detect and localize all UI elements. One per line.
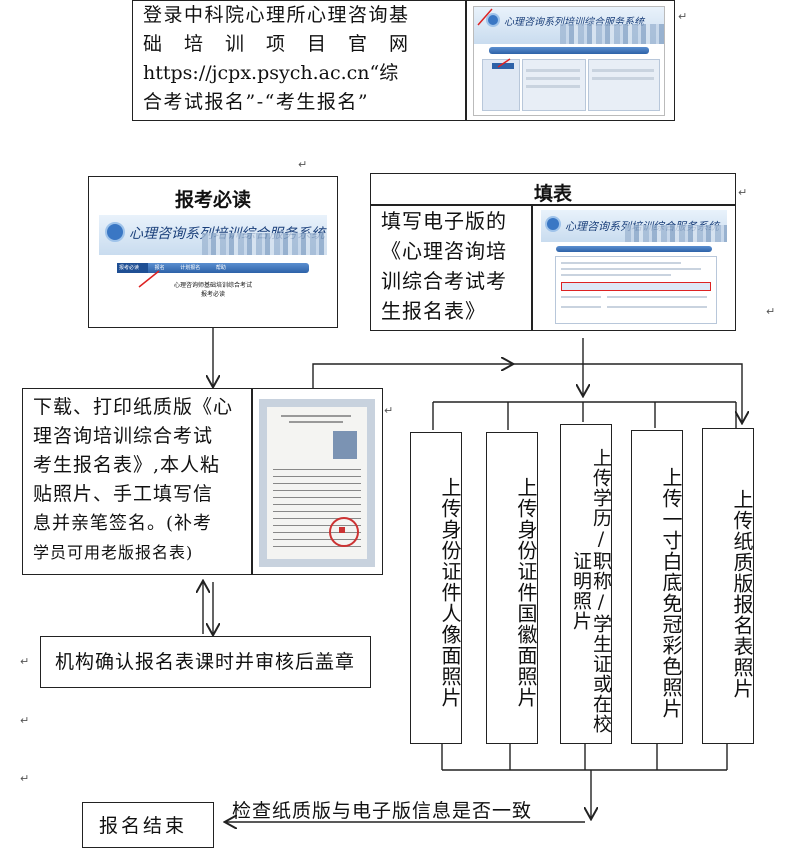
read-tab-2: 报名 [154,265,165,271]
print-line-4: 贴照片、手工填写信 [33,483,214,505]
fill-form-text: 填写电子版的 《心理咨询培 训综合考试考 生报名表》 [381,206,531,326]
login-line-3: https://jcpx.psych.ac.cn“综 [143,62,399,84]
upload-id-back-box: 上传身份证件国徽面照片 [486,432,538,744]
read-tab-1: 报考必读 [119,265,140,271]
read-notice-heading: 报考必读 [174,189,251,211]
login-site-screenshot: 心理咨询系列培训综合服务系统 [473,6,665,116]
login-line-2: 础 培 训 项 目 官 网 [143,33,410,55]
registration-end-box: 报名结束 [82,802,214,848]
upload-id-back-text: 上传身份证件国徽面照片 [514,477,538,708]
fill-form-screenshot: 心理咨询系列培训综合服务系统 [541,210,727,326]
read-notice-screenshot: 心理咨询系列培训综合服务系统 报考必读 报名 计划报名 帮助 心理咨询师基础培训… [99,215,327,321]
upload-paper-form-box: 上传纸质版报名表照片 [702,428,754,744]
return-mark: ↵ [678,10,688,23]
upload-education-text: 上传学历/职称/学生证或在校证明照片 [570,448,612,734]
print-line-6: 学员可用老版报名表) [33,543,194,562]
fill-line-3: 训综合考试考 [381,269,507,293]
return-mark: ↵ [298,158,308,171]
read-page-line-2: 报考必读 [200,291,225,298]
confirm-stamp-text: 机构确认报名表课时并审核后盖章 [55,651,356,673]
confirm-stamp-box: 机构确认报名表课时并审核后盖章 [40,636,371,688]
login-step-box: 登录中科院心理所心理咨询基 础 培 训 项 目 官 网 https://jcpx… [132,0,675,121]
paper-form-photo [259,399,375,567]
arrow-print-to-uploads [312,364,512,388]
read-page-line-1: 心理咨询师基础培训综合考试 [173,282,252,289]
fill-line-1: 填写电子版的 [381,209,507,233]
upload-id-front-box: 上传身份证件人像面照片 [410,432,462,744]
check-consistency-label: 检查纸质版与电子版信息是否一致 [232,800,533,822]
return-mark: ↵ [766,305,776,318]
applicant-photo [333,431,357,459]
upload-photo-text: 上传一寸白底免冠彩色照片 [659,467,683,719]
upload-photo-box: 上传一寸白底免冠彩色照片 [631,430,683,744]
print-line-2: 理咨询培训综合考试 [33,425,214,447]
return-mark: ↵ [384,404,394,417]
upload-id-front-text: 上传身份证件人像面照片 [438,477,462,708]
arrow-to-last-upload [512,363,742,422]
fill-form-heading: 填表 [533,183,572,205]
return-mark: ↵ [20,772,30,785]
fill-form-box: 填表 填写电子版的 《心理咨询培 训综合考试考 生报名表》 心理咨询系列培训综合… [370,173,736,331]
return-mark: ↵ [738,186,748,199]
print-line-5: 息并亲笔签名。(补考 [33,513,213,534]
registration-end-text: 报名结束 [99,815,188,837]
fill-line-2: 《心理咨询培 [381,239,507,263]
print-line-1: 下载、打印纸质版《心 [33,396,234,418]
login-shot-title: 心理咨询系列培训综合服务系统 [504,17,644,28]
login-line-4: 合考试报名”-“考生报名” [143,91,370,113]
login-step-text: 登录中科院心理所心理咨询基 础 培 训 项 目 官 网 https://jcpx… [143,1,463,117]
return-mark: ↵ [20,655,30,668]
print-line-3: 考生报名表》,本人粘 [33,454,221,476]
upload-education-box: 上传学历/职称/学生证或在校证明照片 [560,424,612,744]
read-tab-3: 计划报名 [180,265,201,271]
upload-paper-form-text: 上传纸质版报名表照片 [730,489,754,699]
fill-line-4: 生报名表》 [381,299,486,323]
print-form-box: 下载、打印纸质版《心 理咨询培训综合考试 考生报名表》,本人粘 贴照片、手工填写… [22,388,383,575]
read-tab-4: 帮助 [215,265,226,271]
return-mark: ↵ [20,714,30,727]
login-line-1: 登录中科院心理所心理咨询基 [143,4,410,26]
print-form-text: 下载、打印纸质版《心 理咨询培训综合考试 考生报名表》,本人粘 贴照片、手工填写… [33,393,258,567]
read-notice-box: 报考必读 心理咨询系列培训综合服务系统 报考必读 报名 计划报名 帮助 心理咨询… [88,176,338,328]
